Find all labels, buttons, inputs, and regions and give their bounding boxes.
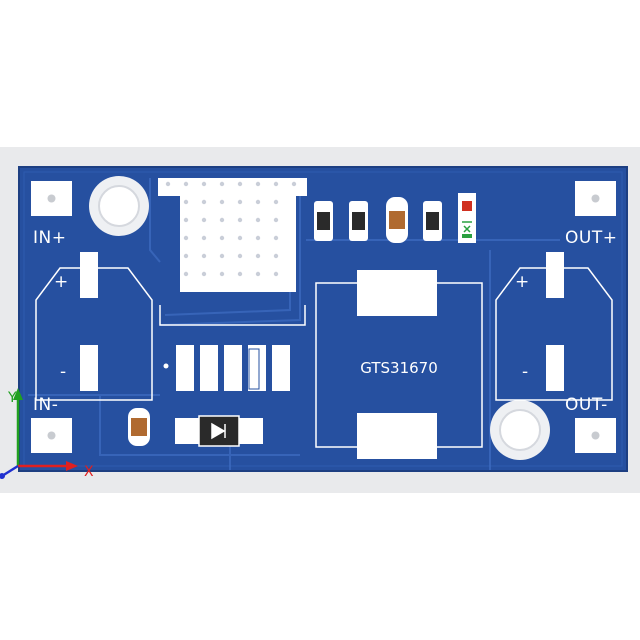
via	[183, 253, 189, 259]
input-cap-minus-mark: -	[60, 362, 67, 382]
via	[273, 253, 279, 259]
via	[273, 235, 279, 241]
via	[219, 235, 225, 241]
pin1-marker	[163, 363, 169, 369]
output-cap-plus-mark: +	[515, 272, 530, 292]
label-in-plus: IN+	[33, 228, 66, 248]
pad-out-minus[interactable]	[575, 418, 616, 453]
via	[273, 217, 279, 223]
inductor[interactable]: GTS31670	[315, 270, 483, 459]
via	[255, 253, 261, 259]
via	[183, 235, 189, 241]
via	[273, 271, 279, 277]
via	[201, 217, 207, 223]
via	[219, 253, 225, 259]
smd-capacitor-top[interactable]	[386, 197, 408, 243]
output-cap-minus-mark: -	[522, 362, 529, 382]
smd-resistor-3[interactable]	[423, 201, 442, 241]
smd-led[interactable]	[458, 193, 476, 243]
pad-in-minus[interactable]	[31, 418, 72, 453]
via	[273, 181, 279, 187]
via	[219, 217, 225, 223]
via	[237, 235, 243, 241]
via	[201, 253, 207, 259]
thermal-pad[interactable]	[158, 178, 307, 292]
via	[255, 181, 261, 187]
input-capacitor[interactable]: + -	[35, 252, 153, 401]
axis-y-label: Y	[7, 390, 17, 406]
diode[interactable]	[175, 415, 263, 447]
label-out-minus: OUT-	[565, 395, 608, 415]
smd-resistor-2[interactable]	[349, 201, 368, 241]
ic-outline	[159, 305, 306, 326]
ic-pins[interactable]	[176, 345, 290, 391]
via	[219, 181, 225, 187]
label-out-plus: OUT+	[565, 228, 617, 248]
via	[237, 199, 243, 205]
via	[219, 271, 225, 277]
via	[183, 217, 189, 223]
via	[273, 199, 279, 205]
via	[255, 235, 261, 241]
via	[201, 235, 207, 241]
smd-resistor-1[interactable]	[314, 201, 333, 241]
via	[255, 199, 261, 205]
mounting-hole-bottom-right	[490, 400, 550, 460]
via	[219, 199, 225, 205]
pad-out-plus[interactable]	[575, 181, 616, 216]
diode-symbol-icon	[211, 422, 226, 440]
chip-label: GTS31670	[360, 359, 438, 377]
via	[255, 271, 261, 277]
via	[237, 271, 243, 277]
smd-capacitor-bottom[interactable]	[128, 408, 150, 446]
via	[237, 253, 243, 259]
via	[237, 217, 243, 223]
label-in-minus: IN-	[33, 395, 58, 415]
via	[255, 217, 261, 223]
via	[183, 271, 189, 277]
axis-x-label: X	[84, 464, 94, 480]
via	[183, 181, 189, 187]
output-capacitor[interactable]: + -	[495, 252, 613, 401]
via	[201, 271, 207, 277]
via	[237, 181, 243, 187]
via	[201, 199, 207, 205]
mounting-hole-top-left	[89, 176, 149, 236]
pcb-board-inner-edge	[23, 171, 623, 467]
axis-triad: Y X	[0, 388, 94, 480]
input-cap-plus-mark: +	[54, 272, 69, 292]
via	[291, 181, 297, 187]
via	[183, 199, 189, 205]
via-grid	[165, 181, 297, 277]
pad-in-plus[interactable]	[31, 181, 72, 216]
via	[201, 181, 207, 187]
via	[165, 181, 171, 187]
